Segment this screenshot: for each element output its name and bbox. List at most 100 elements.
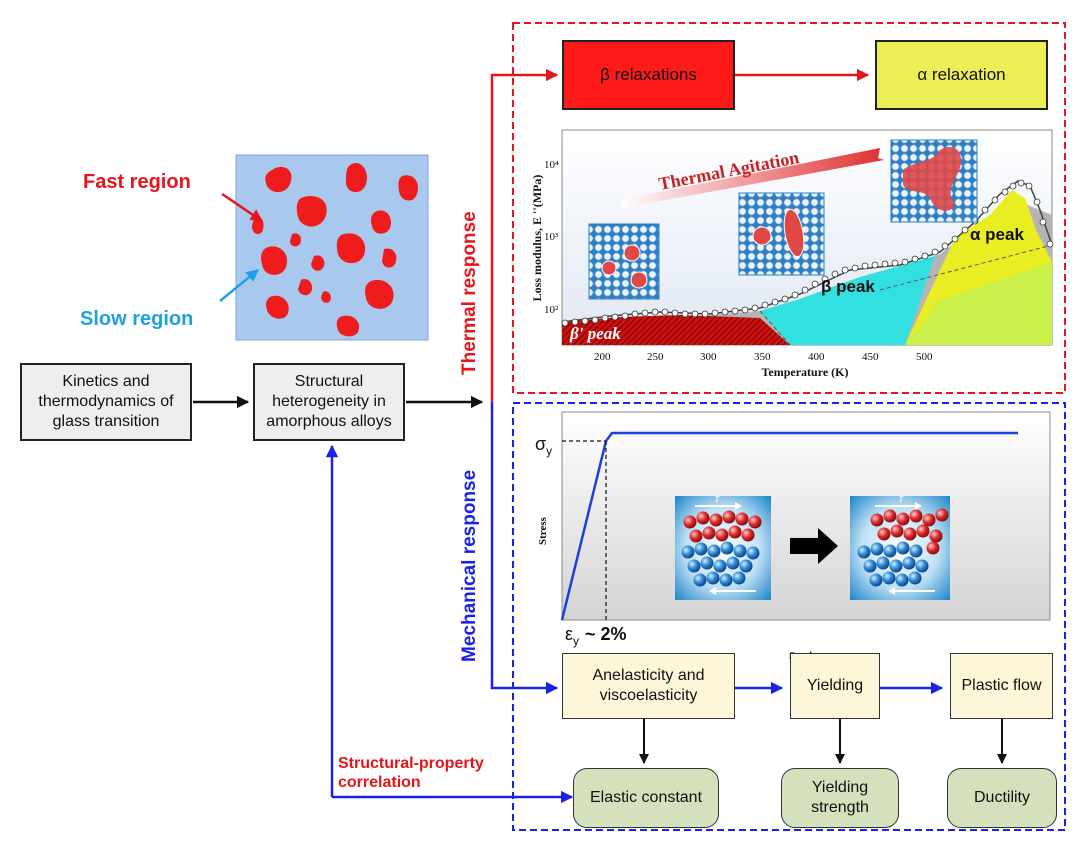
red-atom — [683, 515, 697, 529]
data-point — [681, 310, 689, 318]
anelasticity-label: Anelasticity and viscoelasticity — [592, 667, 705, 704]
red-atom — [916, 524, 930, 538]
red-atom — [715, 528, 729, 542]
beta-relaxations-label: β relaxations — [600, 65, 697, 85]
beta-region — [760, 256, 935, 345]
data-point — [911, 255, 919, 263]
red-atom — [926, 541, 940, 555]
data-point — [631, 310, 639, 318]
heterogeneity-label: Structural heterogeneity in amorphous al… — [266, 373, 392, 430]
mechanical-panel — [512, 402, 1066, 831]
blue-atom — [883, 544, 897, 558]
plastic-flow-box: Plastic flow — [950, 653, 1053, 719]
elastic-constant-label: Elastic constant — [589, 789, 703, 806]
fast-region-arrow — [221, 192, 264, 223]
data-point — [891, 259, 899, 267]
data-point — [601, 314, 609, 322]
red-atom — [929, 529, 943, 543]
atom-inset-3 — [890, 139, 978, 223]
loss-modulus-plot: Thermal Agitation 200 250 300 350 400 45… — [530, 129, 1054, 379]
data-point — [1025, 182, 1033, 190]
x-tick-label: 350 — [754, 351, 771, 363]
data-point — [881, 260, 889, 268]
data-point — [931, 248, 939, 256]
alpha-relaxation-label: α relaxation — [917, 65, 1006, 85]
data-point — [831, 270, 839, 278]
data-point — [821, 275, 829, 283]
data-point — [991, 196, 999, 204]
yield-strain-label: εy~ 2% — [565, 624, 627, 648]
blue-atom — [915, 559, 929, 573]
thermal-agitation-arrow — [620, 148, 884, 208]
x-tick-label: 400 — [808, 351, 825, 363]
blue-atom — [720, 541, 734, 555]
x-axis-label: Temperature (K) — [762, 365, 849, 379]
data-point — [921, 252, 929, 260]
beta-prime-peak-label: β' peak — [569, 324, 621, 343]
data-point — [791, 291, 799, 299]
blue-atom — [889, 559, 903, 573]
red-atom — [709, 513, 723, 527]
shear-transform-arrow — [790, 528, 838, 564]
x-tick-label: 500 — [916, 351, 933, 363]
blue-atom — [694, 542, 708, 556]
data-point — [961, 226, 969, 234]
data-point — [671, 309, 679, 317]
blue-atom — [706, 571, 720, 585]
data-point — [731, 307, 739, 315]
ductility-label: Ductility — [973, 789, 1030, 806]
blue-atom — [746, 546, 760, 560]
x-tick-label: 300 — [700, 351, 717, 363]
data-point — [711, 309, 719, 317]
data-point — [661, 308, 669, 316]
slow-region-arrow — [219, 269, 259, 302]
blue-atom — [857, 545, 871, 559]
blue-atom — [909, 544, 923, 558]
alpha-relaxation-box: α relaxation — [875, 40, 1048, 110]
data-point — [621, 312, 629, 320]
yielding-label: Yielding — [806, 677, 864, 694]
stress-strain-plot: σy εy~ 2% Stress Strain τ τ — [535, 411, 1051, 662]
atom-inset-2 — [738, 192, 825, 276]
y-tick-label: 10³ — [544, 231, 559, 243]
data-point — [841, 266, 849, 274]
x-tick-label: 450 — [862, 351, 879, 363]
yielding-strength-label: Yielding strength — [811, 779, 869, 816]
thermal-response-label: Thermal response — [459, 211, 480, 375]
data-point — [781, 295, 789, 303]
blue-atom — [719, 573, 733, 587]
blue-atom — [739, 559, 753, 573]
red-atom — [903, 527, 917, 541]
red-atom — [728, 525, 742, 539]
data-point — [1046, 240, 1054, 248]
elastic-constant-box: Elastic constant — [573, 768, 719, 828]
svg-text:τ: τ — [715, 493, 720, 505]
fast-region-label: Fast region — [83, 171, 191, 193]
stress-axis-label: Stress — [537, 516, 549, 545]
blue-atom — [908, 571, 922, 585]
data-point — [871, 261, 879, 269]
x-tick-label: 200 — [594, 351, 611, 363]
red-atom — [896, 512, 910, 526]
thermal-panel — [512, 22, 1066, 394]
red-atom — [722, 510, 736, 524]
flow-region — [905, 262, 1052, 345]
blue-atom — [876, 556, 890, 570]
blue-atom — [733, 544, 747, 558]
blue-atom — [681, 545, 695, 559]
red-atom — [935, 508, 949, 522]
mechanical-response-label: Mechanical response — [459, 469, 480, 662]
data-point — [691, 310, 699, 318]
data-point — [571, 318, 579, 326]
correlation-label-line1: Structural-property — [338, 755, 484, 772]
svg-text:τ: τ — [899, 493, 904, 505]
beta-peak-label: β peak — [821, 277, 875, 296]
red-atom — [696, 511, 710, 525]
y-tick-label: 10⁴ — [544, 159, 559, 171]
red-atom — [870, 513, 884, 527]
blue-atom — [869, 573, 883, 587]
data-point — [901, 258, 909, 266]
data-point — [851, 264, 859, 272]
x-tick-label: 250 — [647, 351, 664, 363]
blue-atom — [687, 559, 701, 573]
